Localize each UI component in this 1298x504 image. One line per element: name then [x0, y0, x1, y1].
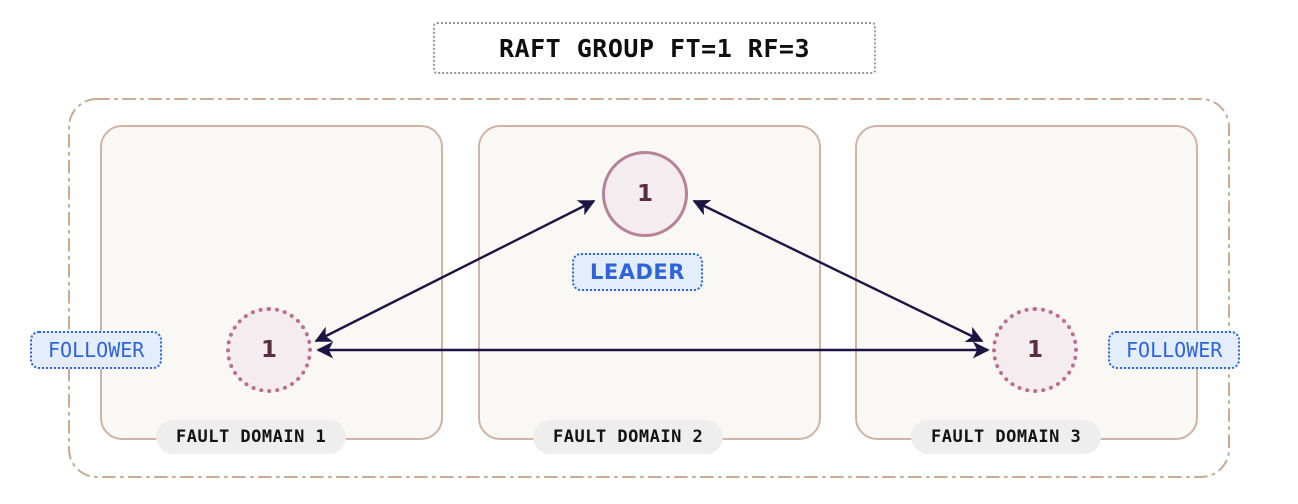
node-leader[interactable]: 1 [602, 151, 688, 237]
role-badge-leader: LEADER [572, 253, 703, 291]
role-badge-follower-1: FOLLOWER [30, 331, 163, 369]
fault-domain-3-box [855, 125, 1198, 440]
node-leader-value: 1 [636, 181, 653, 207]
fault-domain-1-label: FAULT DOMAIN 1 [156, 420, 347, 454]
fault-domain-3-label: FAULT DOMAIN 3 [911, 420, 1102, 454]
role-badge-follower-2: FOLLOWER [1108, 331, 1241, 369]
fault-domain-2-label: FAULT DOMAIN 2 [533, 420, 724, 454]
node-follower-2-value: 1 [1026, 337, 1043, 363]
node-follower-1-value: 1 [260, 337, 277, 363]
node-follower-2[interactable]: 1 [992, 307, 1078, 393]
page-title: RAFT GROUP FT=1 RF=3 [433, 22, 876, 74]
node-follower-1[interactable]: 1 [226, 307, 312, 393]
